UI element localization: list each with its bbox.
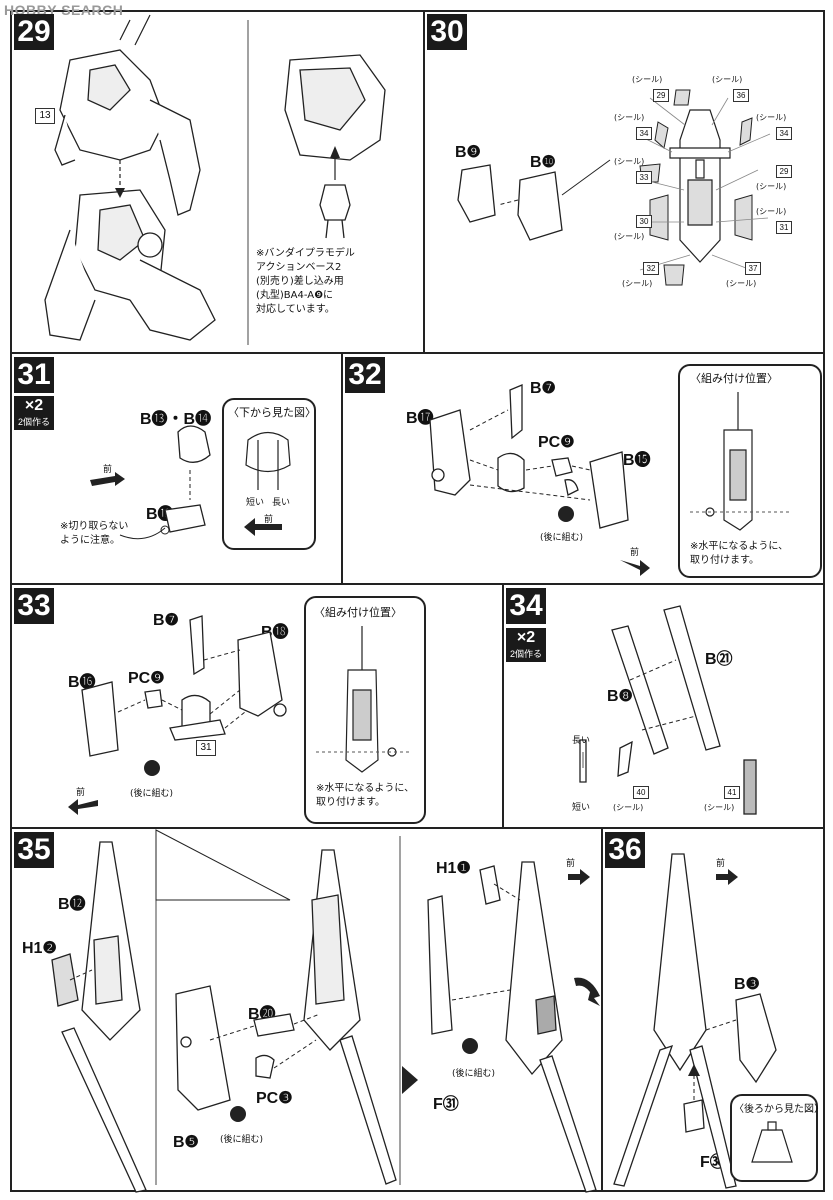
step-33-callout: 31 [196, 740, 216, 756]
later-label: (後に組む) [452, 1069, 496, 1079]
step-31-number: 31 [14, 357, 54, 393]
multiplier-value: ×2 [516, 629, 536, 646]
front-label: 前 [76, 788, 86, 798]
seal-word: (シール) [632, 75, 663, 84]
part-label-b17: B⓱ [406, 410, 434, 427]
view-front-label: 前 [264, 515, 274, 525]
step-36-number: 36 [605, 832, 645, 868]
seal-word: (シール) [726, 279, 757, 288]
seal-word: (シール) [756, 182, 787, 191]
part-label-b3: B❸ [734, 976, 760, 993]
seal-word: (シール) [613, 803, 644, 812]
seal-word: (シール) [614, 113, 645, 122]
seal-number: 34 [776, 127, 792, 140]
step-31-multiplier: ×2 2個作る [14, 396, 54, 430]
mount-position-note: ※水平になるように、 取り付けます。 [316, 783, 415, 808]
step-34-number: 34 [506, 588, 546, 624]
part-label-b13-b14: B⓭・B⓮ [140, 411, 212, 428]
seal-word: (シール) [756, 113, 787, 122]
short-label: 短い [572, 803, 591, 813]
part-label-b12: B⓬ [58, 896, 86, 913]
seal-word: (シール) [756, 207, 787, 216]
part-label-b7: B❼ [153, 612, 179, 629]
part-label-pc3: PC❸ [256, 1090, 293, 1107]
front-label: 前 [630, 548, 640, 558]
seal-number: 29 [653, 89, 669, 102]
seal-number: 32 [643, 262, 659, 275]
multiplier-value: ×2 [24, 397, 44, 414]
multiplier-note: 2個作る [17, 417, 50, 427]
seal-number: 41 [724, 786, 740, 799]
seal-number: 31 [776, 221, 792, 234]
later-label: (後に組む) [540, 533, 584, 543]
long-label: 長い [272, 498, 291, 508]
step-29-number: 29 [14, 14, 54, 50]
bottom-view-box [222, 398, 316, 550]
mount-position-title: 〈組み付け位置〉 [314, 606, 402, 619]
part-label-b9: B❾ [455, 144, 481, 161]
part-label-b8: B❽ [607, 688, 633, 705]
step-32-number: 32 [345, 357, 385, 393]
step-31-caution: ※切り取らない ように注意。 [60, 521, 129, 546]
seal-word: (シール) [712, 75, 743, 84]
seal-word: (シール) [614, 232, 645, 241]
part-label-b10: B❿ [530, 154, 556, 171]
part-label-f31: F㉛ [433, 1096, 459, 1113]
seal-number: 34 [636, 127, 652, 140]
seal-number: 36 [733, 89, 749, 102]
short-label: 短い [246, 498, 265, 508]
step-29-note: ※バンダイプラモデル アクションベース2 (別売り)差し込み用 (丸型)BA4-… [256, 248, 355, 315]
seal-number: 37 [745, 262, 761, 275]
seal-word: (シール) [614, 157, 645, 166]
later-label: (後に組む) [130, 789, 174, 799]
seal-number: 40 [633, 786, 649, 799]
part-label-h1-1: H1❶ [436, 860, 471, 877]
seal-word: (シール) [622, 279, 653, 288]
front-label: 前 [716, 859, 726, 869]
mount-position-title: 〈組み付け位置〉 [690, 372, 778, 385]
part-label-h1-2: H1❷ [22, 940, 57, 957]
seal-number: 30 [636, 215, 652, 228]
long-label: 長い [572, 736, 591, 746]
part-label-b15: B⓯ [623, 452, 651, 469]
multiplier-note: 2個作る [509, 649, 542, 659]
part-label-b7: B❼ [530, 380, 556, 397]
seal-number: 33 [636, 171, 652, 184]
step-33-number: 33 [14, 588, 54, 624]
step-29-callout: 13 [35, 108, 55, 124]
part-label-b16: B⓰ [68, 674, 96, 691]
seal-word: (シール) [704, 803, 735, 812]
seal-number: 29 [776, 165, 792, 178]
front-label: 前 [566, 859, 576, 869]
rear-view-title: 〈後ろから見た図〉 [734, 1104, 824, 1115]
later-label: (後に組む) [220, 1135, 264, 1145]
part-label-b21: B㉑ [705, 651, 733, 668]
step-35-number: 35 [14, 832, 54, 868]
step-30-number: 30 [427, 14, 467, 50]
step-34-multiplier: ×2 2個作る [506, 628, 546, 662]
part-label-pc9: PC❾ [538, 434, 575, 451]
mount-position-note: ※水平になるように、 取り付けます。 [690, 541, 789, 566]
bottom-view-title: 〈下から見た図〉 [228, 406, 316, 419]
front-label: 前 [103, 465, 113, 475]
part-label-pc9: PC❾ [128, 670, 165, 687]
part-label-b5: B❺ [173, 1134, 199, 1151]
